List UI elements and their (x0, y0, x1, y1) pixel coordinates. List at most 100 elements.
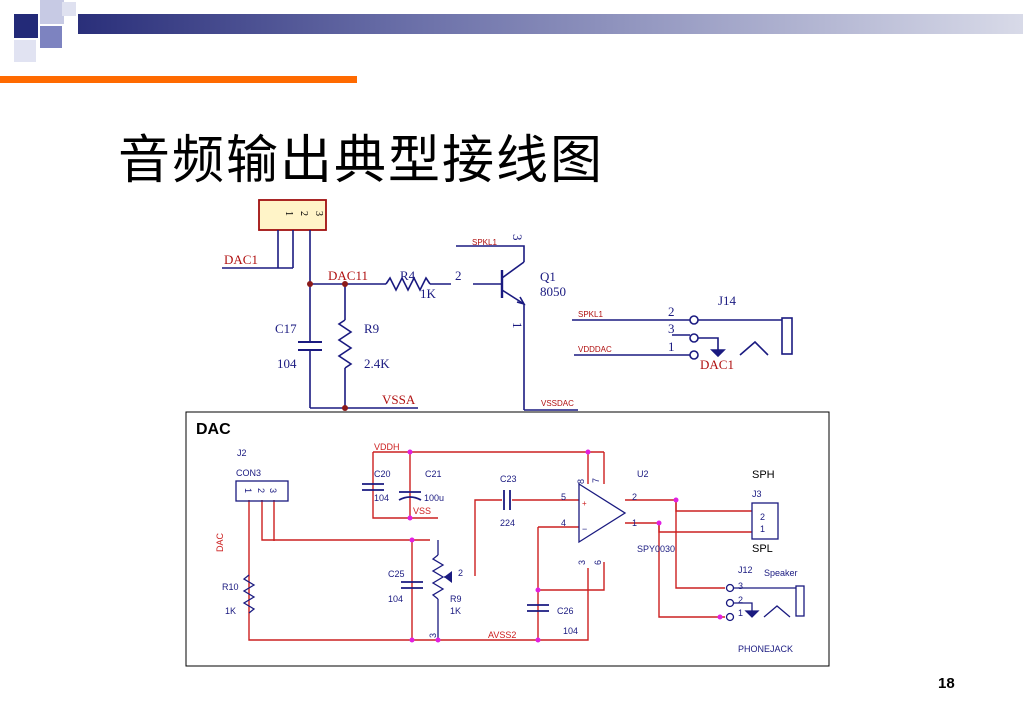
slide-title: 音频输出典型接线图 (118, 131, 605, 191)
wire (734, 602, 753, 612)
j14-pin-2: 2 (668, 304, 675, 319)
node-dot (673, 497, 679, 503)
header-gradient-bar (78, 14, 1023, 34)
r9-value: 2.4K (364, 356, 390, 371)
c26-ref: C26 (557, 606, 574, 616)
u2-name: SPY0030 (637, 544, 675, 554)
wire (412, 568, 589, 641)
label-phonejack: PHONEJACK (738, 644, 793, 654)
c20-value: 104 (374, 493, 389, 503)
j2-pin-3: 3 (268, 488, 278, 493)
jack-contact (689, 333, 699, 343)
j3-pin-1: 1 (760, 524, 765, 534)
capacitor-c21-plate-curved (398, 496, 422, 501)
corner-square-pale (14, 40, 36, 62)
transistor-q1-emitter (501, 289, 525, 305)
net-label-vssa: VSSA (382, 392, 416, 407)
node-dot (407, 449, 413, 455)
u2-minus: − (582, 524, 587, 534)
corner-square-pale-2 (62, 2, 76, 16)
dac-panel-wires-red (248, 451, 752, 641)
r9-value-panel: 1K (450, 606, 461, 616)
j12-pin-3: 3 (738, 581, 743, 591)
connector-pin-3: 3 (313, 211, 324, 216)
top-labels: 3 2 1 DAC1 DAC11 R4 1K 2 Q1 8050 3 1 SPK… (224, 211, 737, 408)
r9-ref-panel: R9 (450, 594, 462, 604)
opamp-u2 (578, 482, 627, 544)
junction-dot (342, 405, 348, 411)
corner-square-mid (40, 26, 62, 48)
j14-dac1: DAC1 (700, 357, 734, 372)
connector-j3 (751, 502, 779, 540)
connector-pin-2: 2 (298, 211, 309, 216)
j14-ref: J14 (718, 293, 737, 308)
j14-pin-3: 3 (668, 321, 675, 336)
connector-j2 (235, 480, 289, 502)
node-dot (535, 587, 541, 593)
j12-pin-2: 2 (738, 595, 743, 605)
j2-pin-2: 2 (256, 488, 266, 493)
wire (474, 499, 502, 576)
wire (372, 452, 438, 519)
c26-value: 104 (563, 626, 578, 636)
jack-contact (725, 598, 735, 608)
potentiometer-wiper-arrow (444, 571, 452, 583)
q1-ref: Q1 (540, 269, 556, 284)
u2-pin-3: 3 (577, 560, 587, 565)
node-dot (409, 637, 415, 643)
r9-ref: R9 (364, 321, 379, 336)
r9-wiper-pin: 2 (458, 568, 463, 578)
net-label-avss2: AVSS2 (488, 630, 516, 640)
r4-value: 1K (420, 286, 437, 301)
r4-ref: R4 (400, 268, 416, 283)
j14-spkl1: SPKL1 (578, 310, 603, 319)
u2-pin-5: 5 (561, 492, 566, 502)
r9-pin-3: 3 (428, 633, 438, 638)
c23-ref: C23 (500, 474, 517, 484)
j14-vdddac: VDDDAC (578, 345, 612, 354)
j12-pin-1: 1 (738, 608, 743, 618)
junction-dot (342, 281, 348, 287)
orange-divider (0, 76, 357, 83)
r10-ref: R10 (222, 582, 239, 592)
node-dot (435, 637, 441, 643)
top-circuit (222, 199, 793, 411)
transistor-q1-collector (501, 261, 525, 279)
node-dot (407, 515, 413, 521)
j3-pin-2: 2 (760, 512, 765, 522)
dac-panel-frame (185, 411, 830, 667)
wire (261, 500, 430, 541)
wire (698, 337, 719, 350)
dac-panel-nodes (407, 449, 723, 643)
j14-pin-1: 1 (668, 339, 675, 354)
label-spl: SPL (752, 543, 773, 555)
resistor-r10 (242, 574, 256, 614)
q1-value: 8050 (540, 284, 566, 299)
net-label-spkl1: SPKL1 (472, 238, 497, 247)
u2-pin-4: 4 (561, 518, 566, 528)
c17-value: 104 (277, 356, 297, 371)
c25-ref: C25 (388, 569, 405, 579)
potentiometer-r9 (431, 554, 445, 600)
q1-pin-1: 1 (510, 322, 525, 329)
jack-arrow (710, 349, 726, 358)
page-number: 18 (938, 675, 955, 692)
net-label-dac11: DAC11 (328, 268, 368, 283)
resistor-r9 (337, 319, 353, 369)
jack-contact (725, 583, 735, 593)
net-label-dac1: DAC1 (224, 252, 258, 267)
j2-ref: J2 (237, 448, 247, 458)
wire (538, 562, 605, 591)
wire (658, 523, 725, 618)
dac-panel-labels: DAC J2 CON3 1 2 3 DAC R10 1K VDDH C20 10… (196, 421, 798, 654)
r10-value: 1K (225, 606, 236, 616)
node-dot (717, 614, 723, 620)
j3-ref: J3 (752, 489, 762, 499)
jack-body (781, 317, 793, 355)
jack-contact (689, 315, 699, 325)
node-dot (535, 637, 541, 643)
jack-contact (689, 350, 699, 360)
jack-spring (739, 340, 769, 356)
node-dot (656, 520, 662, 526)
c21-ref: C21 (425, 469, 442, 479)
